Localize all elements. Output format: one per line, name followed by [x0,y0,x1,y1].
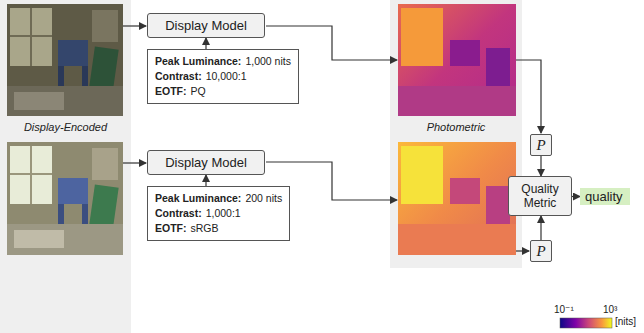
process-box: Display Model [147,150,265,175]
photo-dark [7,4,123,116]
scale-label: 10⁻¹ [554,304,574,315]
panel-ground [0,0,131,333]
caption-label: Photometric [390,121,522,133]
spec-value: 1,000:1 [206,207,241,219]
node-text: Quality Metric [513,182,567,210]
node-text: quality [585,189,623,204]
spec-row: EOTF: PQ [155,84,291,99]
spec-box: Peak Luminance: 1,000 nitsContrast: 10,000… [147,49,299,104]
panel-ground [390,0,522,268]
colorbar [560,318,612,328]
photometric-bottom [398,142,516,255]
unit-label: [nits] [615,316,636,327]
spec-row: Peak Luminance: 200 nits [155,191,282,206]
spec-value: PQ [191,85,206,97]
connector-arrow [540,216,541,240]
connector-arrow [205,38,206,49]
spec-box: Peak Luminance: 200 nitsContrast: 1,000:1E… [147,186,290,241]
node-text: P [536,137,545,154]
caption-label: Display-Encoded [0,121,131,133]
connector-arrow [572,196,580,197]
photometric-top [398,4,516,116]
spec-row: Contrast: 10,000:1 [155,69,291,84]
spec-value: sRGB [191,222,219,234]
spec-value: 10,000:1 [206,70,247,82]
spec-row: EOTF: sRGB [155,221,282,236]
spec-value: 1,000 nits [245,55,291,67]
spec-row: Contrast: 1,000:1 [155,206,282,221]
spec-key: EOTF: [155,222,187,234]
spec-key: Contrast: [155,70,202,82]
process-box: Display Model [147,13,265,38]
photo-bright [7,142,123,255]
spec-key: EOTF: [155,85,187,97]
spec-key: Peak Luminance: [155,192,241,204]
connector-arrow [205,175,206,186]
scale-label: 10³ [603,304,617,315]
node-text: Display Model [165,155,247,170]
node-text: P [536,243,545,260]
operator-box: P [530,134,552,156]
spec-key: Contrast: [155,207,202,219]
spec-key: Peak Luminance: [155,55,241,67]
wires [123,26,541,251]
spec-row: Peak Luminance: 1,000 nits [155,54,291,69]
output-label: quality [580,188,630,205]
metric-box: Quality Metric [508,176,572,216]
connector-arrow [540,156,541,176]
operator-box: P [530,240,552,262]
node-text: Display Model [165,18,247,33]
spec-value: 200 nits [245,192,282,204]
